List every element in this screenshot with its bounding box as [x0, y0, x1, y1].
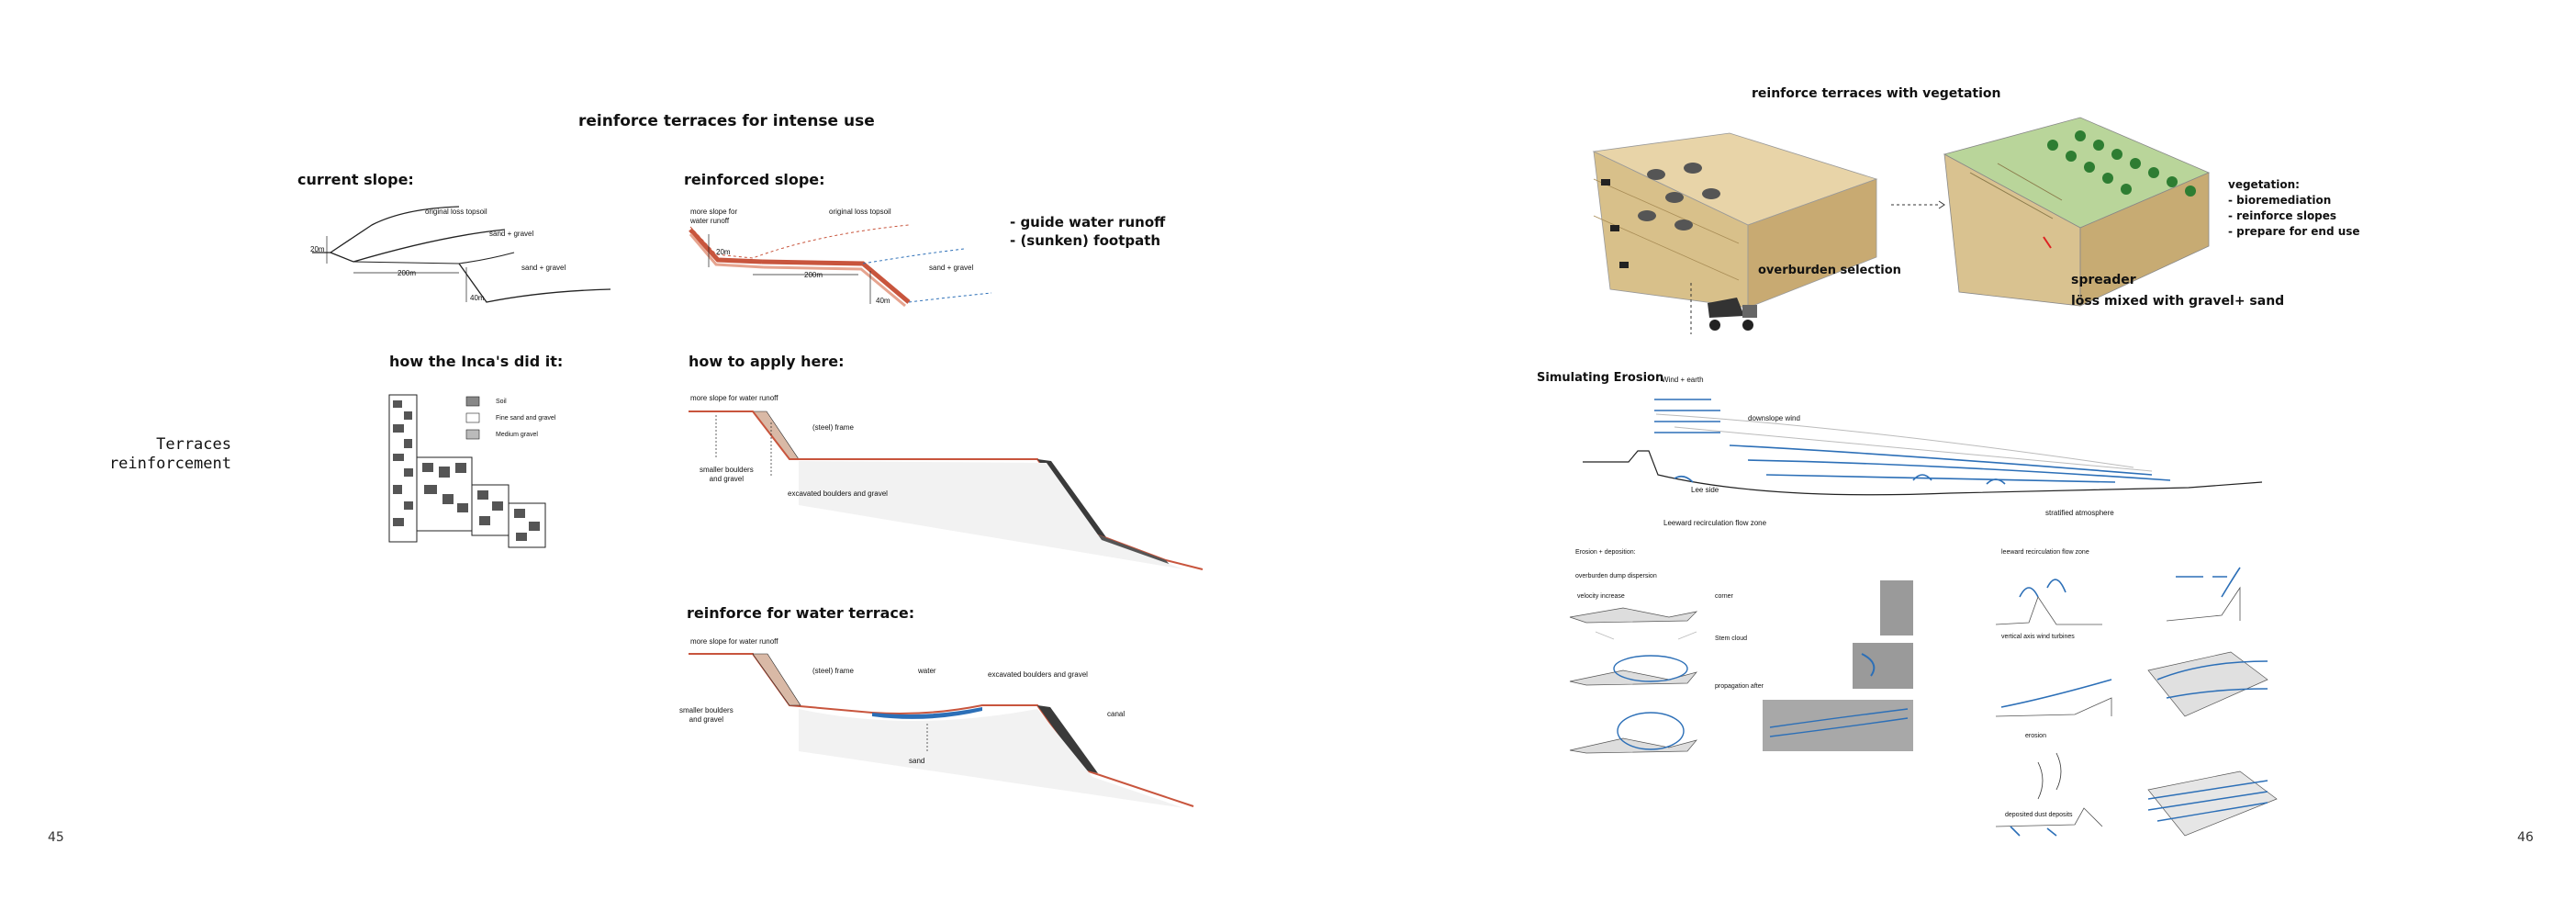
- vegetation-item-1: - bioremediation: [2228, 193, 2360, 208]
- rs-h20-label: 20m: [716, 248, 731, 256]
- wt-runoff-label: more slope for water runoff: [690, 637, 778, 646]
- apply-smaller-label: smaller boulders and gravel: [700, 466, 754, 484]
- stratified-label: stratified atmosphere: [2045, 509, 2114, 517]
- side-title-line1: Terraces: [92, 435, 231, 455]
- apply-excavated-label: excavated boulders and gravel: [788, 489, 888, 498]
- rs-h40-label: 40m: [876, 297, 890, 305]
- wt-canal-label: canal: [1107, 710, 1125, 718]
- vegetation-list: vegetation: - bioremediation - reinforce…: [2228, 177, 2360, 240]
- spreader-label: spreader: [2071, 273, 2136, 287]
- inca-legend-fine: Fine sand and gravel: [496, 415, 555, 422]
- vegetation-item-3: - prepare for end use: [2228, 224, 2360, 240]
- cs-h40-label: 40m: [470, 294, 485, 302]
- downslope-label: downslope wind: [1748, 414, 1800, 422]
- leeward-zone-label: leeward recirculation flow zone: [2001, 549, 2089, 556]
- rs-bullet-2: - (sunken) footpath: [1010, 231, 1165, 250]
- water-terrace-diagram: [689, 650, 1203, 815]
- cs-w200-label: 200m: [398, 269, 416, 277]
- erosion-panels-right: [1992, 560, 2286, 854]
- leeward-label: Leeward recirculation flow zone: [1663, 519, 1766, 527]
- inca-legend-medium: Medium gravel: [496, 432, 538, 438]
- rs-topsoil-label: original loss topsoil: [829, 208, 891, 216]
- current-slope-heading: current slope:: [297, 171, 414, 188]
- overburden-label: overburden selection: [1758, 264, 1901, 277]
- arrow-to-vegetation: [1891, 200, 1946, 209]
- erosion-panels-left: [1568, 580, 1917, 760]
- rs-runoff-label: more slope for water runoff: [690, 208, 737, 226]
- wt-frame-label: (steel) frame: [812, 667, 854, 675]
- side-title-line2: reinforcement: [92, 455, 231, 474]
- lee-side-label: Lee side: [1691, 486, 1719, 494]
- vegetation-item-2: - reinforce slopes: [2228, 208, 2360, 224]
- wt-smaller-label: smaller boulders and gravel: [679, 706, 734, 725]
- erosion-flow-diagram: [1583, 390, 2262, 528]
- rs-runoff-line2: water runoff: [690, 217, 737, 226]
- wt-excavated-label: excavated boulders and gravel: [988, 670, 1088, 679]
- vegetation-title: vegetation:: [2228, 177, 2360, 193]
- page-number-left: 45: [48, 830, 64, 845]
- apply-heading: how to apply here:: [689, 353, 845, 370]
- inca-heading: how the Inca's did it:: [389, 353, 563, 370]
- rs-bullet-1: - guide water runoff: [1010, 213, 1165, 231]
- left-page-title: reinforce terraces for intense use: [578, 112, 875, 130]
- wt-smaller-line2: and gravel: [679, 715, 734, 725]
- apply-smaller-line2: and gravel: [700, 475, 754, 484]
- erosion-heading: Simulating Erosion: [1537, 371, 1663, 385]
- water-terrace-heading: reinforce for water terrace:: [687, 604, 914, 622]
- dump-dispersion-label: overburden dump dispersion: [1575, 573, 1657, 579]
- side-title: Terraces reinforcement: [92, 435, 231, 474]
- rs-sand-label: sand + gravel: [929, 264, 973, 272]
- rs-w200-label: 200m: [804, 271, 823, 279]
- apply-frame-label: (steel) frame: [812, 423, 854, 432]
- rs-runoff-line1: more slope for: [690, 208, 737, 217]
- loss-label: löss mixed with gravel+ sand: [2071, 294, 2284, 309]
- right-page-title: reinforce terraces with vegetation: [1752, 86, 2001, 101]
- erosion-sub: Wind + earth: [1662, 376, 1704, 384]
- wt-smaller-line1: smaller boulders: [679, 706, 734, 715]
- rs-bullets: - guide water runoff - (sunken) footpath: [1010, 213, 1165, 250]
- reinforced-slope-heading: reinforced slope:: [684, 171, 825, 188]
- erosion-deposition-label: Erosion + deposition:: [1575, 549, 1636, 556]
- apply-smaller-line1: smaller boulders: [700, 466, 754, 475]
- inca-legend-soil: Soil: [496, 399, 507, 405]
- cs-sand1-label: sand + gravel: [489, 230, 533, 238]
- wt-sand-label: sand: [909, 757, 924, 765]
- cs-topsoil-label: original loss topsoil: [425, 208, 487, 216]
- page-number-right: 46: [2517, 830, 2534, 845]
- overburden-block-illustration: [1592, 124, 1886, 308]
- wt-water-label: water: [918, 667, 936, 675]
- apply-section-diagram: [689, 404, 1203, 579]
- cs-sand2-label: sand + gravel: [521, 264, 566, 272]
- dump-truck-icon: [1700, 292, 1774, 338]
- cs-h20-label: 20m: [310, 245, 325, 253]
- apply-runoff-label: more slope for water runoff: [690, 394, 778, 402]
